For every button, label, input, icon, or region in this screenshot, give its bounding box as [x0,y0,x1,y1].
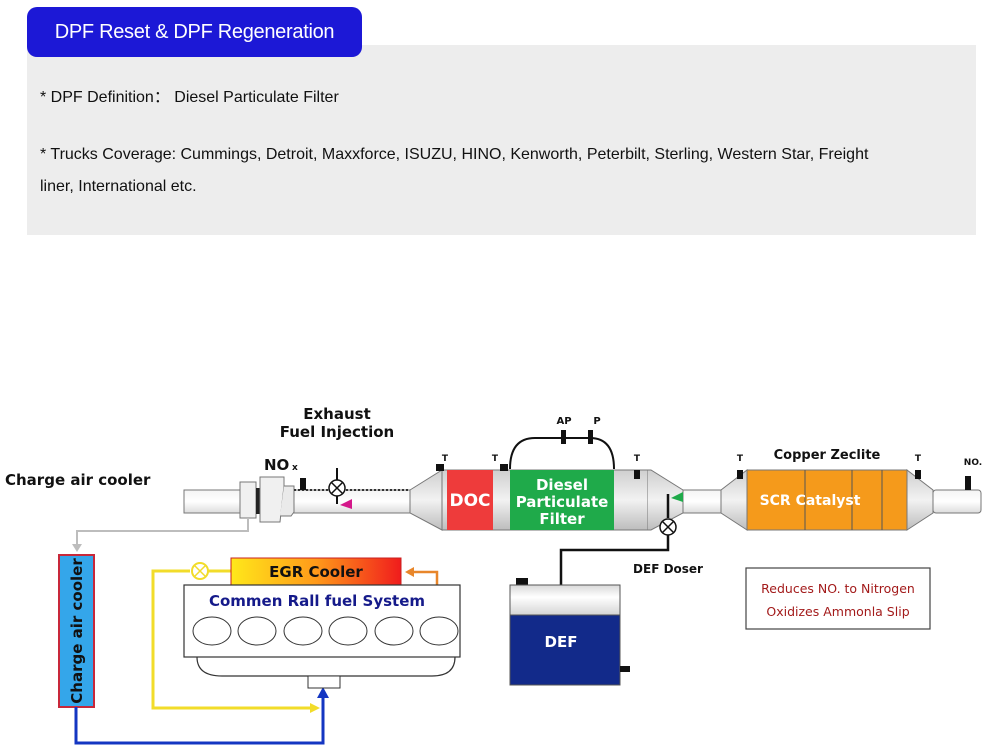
egr-valve-icon [191,562,231,580]
def-doser [559,492,683,585]
def-tank [509,578,630,686]
temp-label-5: T [915,454,922,464]
nox-sensor-in [300,478,306,490]
def-doser-label: DEF Doser [633,562,703,576]
scr-note-line2: Oxidizes Ammonla Slip [766,604,909,619]
page-title-banner: DPF Reset & DPF Regeneration [27,7,362,57]
temp-sensor-1 [436,464,444,471]
egr-cooler-block [230,557,402,586]
scr-label: SCR Catalyst [760,493,861,509]
copper-zeolite-label: Copper Zeclite [774,448,881,463]
page-title: DPF Reset & DPF Regeneration [54,20,335,43]
scr-note-box [745,567,931,630]
scr-note-line1: Reduces NO. to Nitrogen [761,581,915,596]
ap-sensor [561,430,566,444]
charge-air-cooler-vertical-label: Charge air cooler [68,558,86,704]
ap-label: AP [556,416,571,427]
exhaust-fuel-label-line2: Fuel Injection [280,423,394,441]
intake-pipe [183,489,415,514]
temp-label-1: T [442,454,449,464]
dpf-label-line1: Diesel [536,476,588,494]
doc-label: DOC [449,491,490,511]
egr-arrow-icon [310,703,320,713]
def-tank-label: DEF [545,633,578,651]
dpf-label-line3: Filter [539,510,585,528]
charge-air-line [76,518,249,548]
intake-air-line [74,695,325,745]
fuel-system-label: Commen Rall fuel System [209,592,425,610]
doc-block [447,470,493,530]
intake-arrow-icon [317,687,329,698]
nox-in-label: NO [264,456,289,474]
nox-in-subscript: x [292,463,298,473]
temp-sensor-2 [500,464,508,471]
tail-pipe [932,489,982,514]
temp-sensor-4 [737,470,743,479]
exhaust-egr-line [412,570,439,585]
mid-pipe [682,489,722,514]
scr-housing [720,468,934,531]
p-label: P [593,416,600,427]
nox-out-label: NO. [964,458,982,468]
info-panel [27,45,976,235]
charge-air-cooler-label: Charge air cooler [5,471,151,489]
p-sensor [588,430,593,444]
temp-sensor-5 [915,470,921,479]
dpf-definition: * DPF Definition： Diesel Particulate Fil… [40,89,339,106]
exhaust-system-diagram: DOC Diesel Particulate Filter AP P T T T… [5,405,982,745]
trucks-coverage-line2: liner, International etc. [40,178,197,195]
engine-block [183,584,461,689]
turbocharger [239,476,295,523]
dpf-block [510,470,614,530]
temp-sensor-3 [634,470,640,479]
exhaust-fuel-label-line1: Exhaust [303,405,371,423]
exhaust-fuel-injector-valve [328,468,352,509]
temp-label-4: T [737,454,744,464]
egr-return-line [151,569,316,710]
temp-label-3: T [634,454,641,464]
dpf-label-line2: Particulate [516,493,609,511]
egr-cooler-label: EGR Cooler [269,563,363,581]
exhaust-egr-arrow-icon [405,567,414,577]
charge-air-arrow-icon [72,544,82,552]
nox-sensor-out [965,476,971,490]
trucks-coverage-line1: * Trucks Coverage: Cummings, Detroit, Ma… [40,146,869,163]
temp-label-2: T [492,454,499,464]
charge-air-cooler-block [58,554,95,708]
